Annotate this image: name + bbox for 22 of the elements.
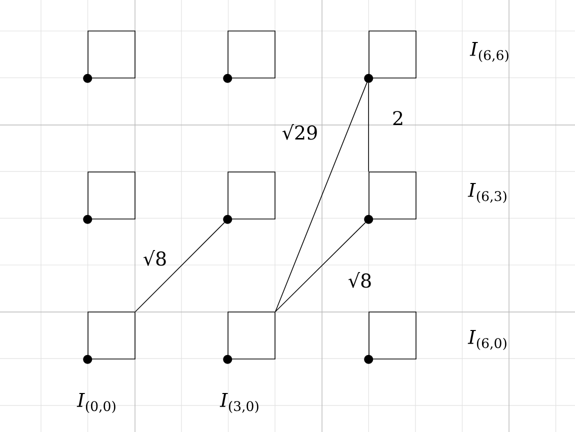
edge-label: √8	[348, 272, 371, 288]
square-box	[83, 312, 136, 364]
square-box	[223, 312, 276, 364]
edge-label: √29	[282, 124, 317, 140]
node-caption: I$_{(6,3)}$	[468, 182, 506, 204]
node-caption: I$_{(3,0)}$	[220, 392, 258, 414]
square-box	[223, 172, 276, 224]
square-box	[364, 312, 416, 364]
connector-line	[275, 222, 366, 312]
square-box	[364, 30, 416, 83]
square-box	[83, 30, 136, 83]
edge-label: √8	[143, 250, 166, 266]
square-box	[223, 30, 276, 83]
square-box	[83, 172, 136, 224]
connector-line	[275, 82, 368, 312]
node-caption: I$_{(6,0)}$	[468, 330, 506, 350]
node-caption: I$_{(6,6)}$	[470, 42, 508, 62]
square-box	[364, 172, 416, 224]
connector-line	[368, 82, 369, 172]
edge-label: 2	[393, 110, 402, 126]
connector-line	[135, 222, 225, 312]
node-caption: I$_{(0,0)}$	[76, 392, 116, 414]
